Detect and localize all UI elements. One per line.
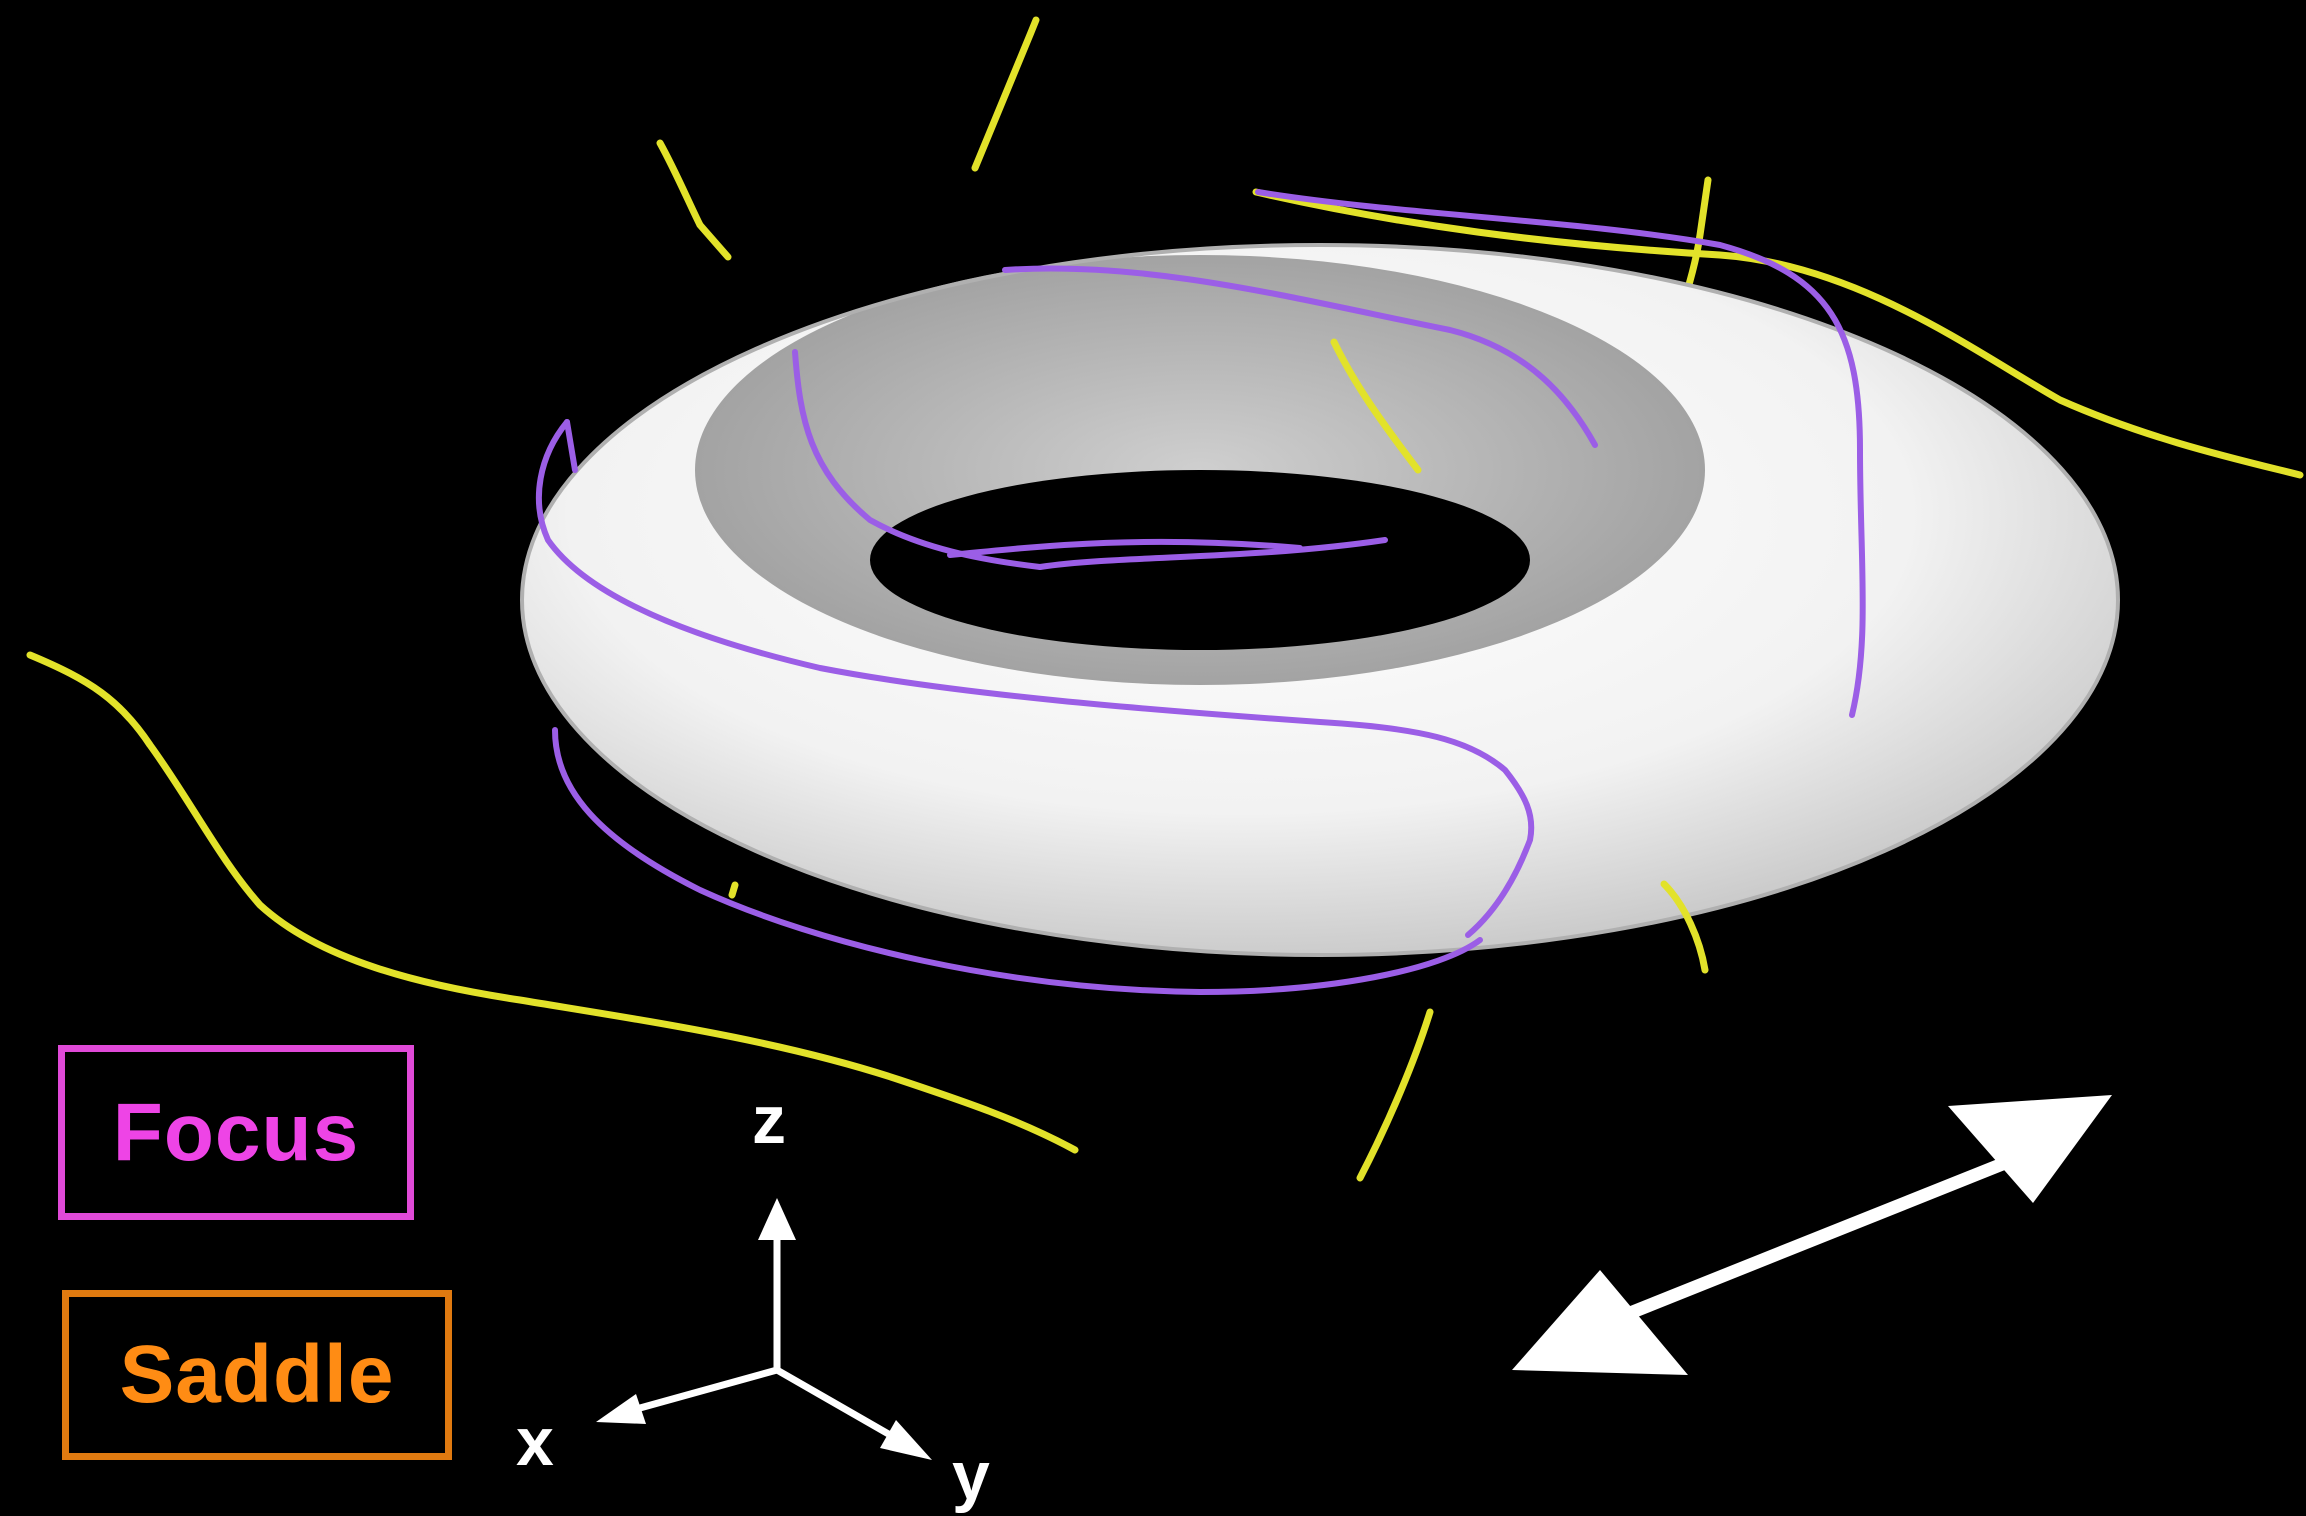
axis-x-label: x	[516, 1408, 554, 1476]
torus	[522, 245, 2118, 955]
legend-saddle-label: Saddle	[120, 1328, 395, 1422]
axis-y-arrowhead	[880, 1420, 932, 1460]
legend-saddle: Saddle	[62, 1290, 452, 1460]
legend-focus: Focus	[58, 1045, 414, 1220]
axis-z-label: z	[752, 1086, 786, 1154]
saddle-curve-top-center	[975, 20, 1036, 168]
double-arrow-head-left	[1512, 1270, 1688, 1375]
legend-focus-label: Focus	[113, 1086, 359, 1180]
axis-z-arrowhead	[758, 1198, 796, 1240]
double-arrow-shaft	[1600, 1155, 2025, 1325]
axis-y-line	[777, 1370, 892, 1436]
axis-y-label: y	[952, 1442, 990, 1510]
torus-hole	[870, 470, 1530, 650]
double-arrow-head-right	[1948, 1095, 2112, 1203]
saddle-curve-top-left	[660, 143, 728, 257]
saddle-curve-bottom-center	[1360, 1012, 1430, 1178]
focus-curve-left-loop	[567, 422, 575, 470]
double-headed-arrow-icon	[1512, 1095, 2112, 1375]
axis-x-line	[640, 1370, 777, 1408]
axis-x-arrowhead	[596, 1394, 646, 1424]
axis-triad-icon	[596, 1198, 932, 1460]
saddle-curve-small-stub	[732, 885, 735, 895]
